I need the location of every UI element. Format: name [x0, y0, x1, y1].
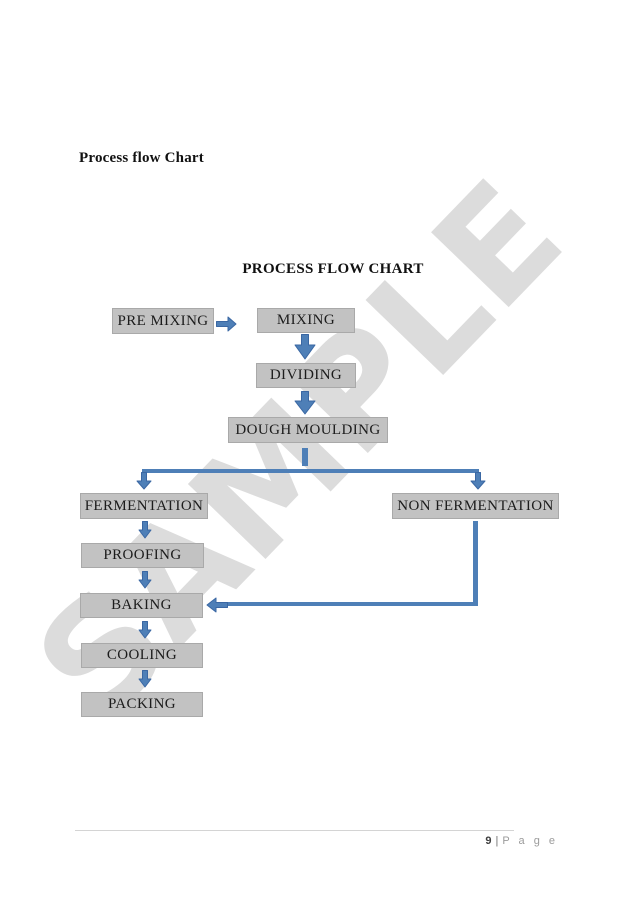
connector-line-branch-horizontal [142, 469, 479, 473]
document-heading: Process flow Chart [79, 150, 204, 166]
flow-node-baking: BAKING [80, 593, 203, 618]
flow-node-non-fermentation: NON FERMENTATION [392, 493, 559, 519]
page-footer: 9|P a g e [485, 835, 558, 847]
footer-divider [75, 830, 514, 831]
arrow-down-icon [294, 391, 316, 415]
flowchart-title: PROCESS FLOW CHART [242, 261, 424, 277]
arrow-down-icon [136, 472, 152, 490]
page-label: P a g e [502, 835, 558, 847]
connector-line-return-horizontal [227, 602, 474, 606]
arrow-down-icon [294, 334, 316, 360]
page-number: 9 [485, 835, 492, 847]
arrow-right-icon [216, 316, 237, 332]
arrow-down-icon [138, 521, 152, 539]
flow-node-mixing: MIXING [257, 308, 355, 333]
arrow-down-icon [138, 621, 152, 639]
footer-separator: | [495, 835, 499, 847]
flow-node-dividing: DIVIDING [256, 363, 356, 388]
flow-node-cooling: COOLING [81, 643, 203, 668]
flow-node-fermentation: FERMENTATION [80, 493, 208, 519]
flow-node-proofing: PROOFING [81, 543, 204, 568]
connector-line-vertical-stub [302, 448, 308, 466]
connector-line-nonferm-vertical [473, 521, 478, 606]
flow-node-dough-moulding: DOUGH MOULDING [228, 417, 388, 443]
flow-node-packing: PACKING [81, 692, 203, 717]
arrow-left-icon [206, 597, 228, 613]
arrow-down-icon [138, 571, 152, 589]
flow-node-pre-mixing: PRE MIXING [112, 308, 214, 334]
arrow-down-icon [470, 472, 486, 490]
arrow-down-icon [138, 670, 152, 688]
